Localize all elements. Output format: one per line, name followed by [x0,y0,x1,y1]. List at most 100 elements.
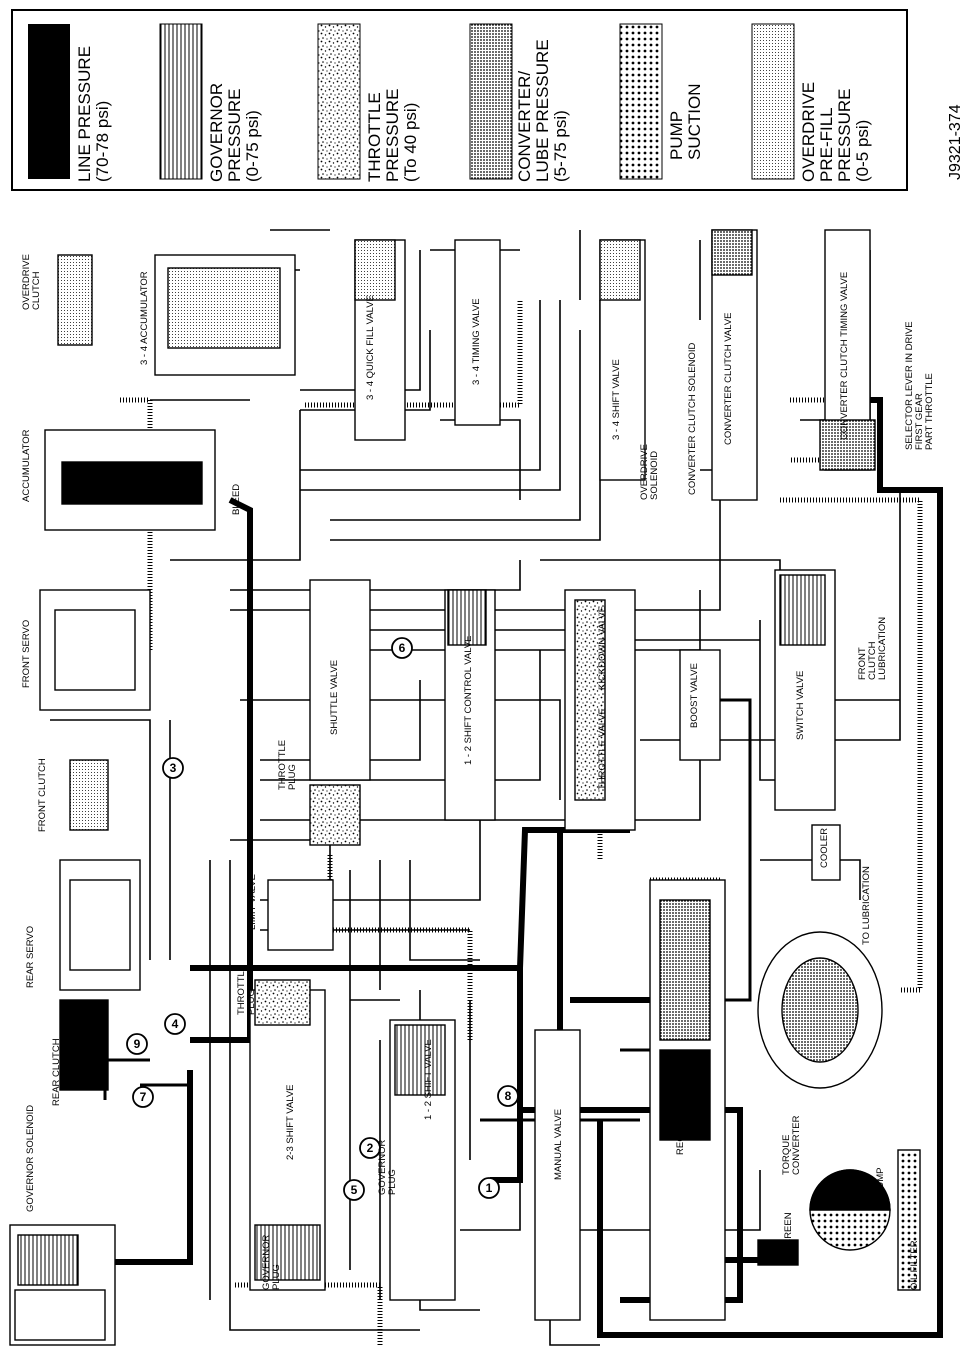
callout-7: 7 [140,1090,147,1104]
label-throttle-plug-upper: THROTTLE PLUG [277,740,298,790]
legend-text: PUMP [667,110,686,160]
front-servo-body [39,589,151,711]
converter-clutch-valve-cap [711,229,753,276]
regulator-valve-fill [659,899,711,1041]
label-text: PLUG [245,989,257,1015]
label-converter-clutch-valve: CONVERTER CLUTCH VALVE [723,312,734,446]
legend-text: (70-78 psi) [92,100,112,182]
label-cc-timing-valve: CONVERTER CLUTCH TIMING VALVE [839,271,850,440]
callout-5: 5 [351,1183,358,1197]
label-torque-converter: TORQUE CONVERTER [781,1115,802,1175]
pump-suction-swatch [619,23,663,180]
cooler-body [811,824,841,881]
legend-text: GOVERNOR [207,82,226,182]
label-shift-valve-12: 1 - 2 SHIFT VALVE [423,1039,434,1120]
label-limit-valve: LIMIT VALVE [247,874,258,930]
label-rear-clutch: REAR CLUTCH [51,1038,62,1106]
converter-lube-swatch [469,23,513,180]
callout-3-circle [162,757,184,779]
quick-fill-valve-cap [354,239,396,301]
legend-text: PRESSURE [382,88,402,182]
label-boost-valve: BOOST VALVE [689,663,700,728]
label-pump: PUMP [875,1167,886,1195]
legend-label-line-pressure: LINE PRESSURE (70-78 psi) [75,45,112,182]
label-screen: SCREEN [783,1212,794,1252]
label-oil-filter: OIL FILTER [909,1240,920,1290]
accumulator-piston [61,461,203,505]
label-timing-valve-34: 3 - 4 TIMING VALVE [471,298,482,385]
legend-text: (0-5 psi) [852,119,872,182]
label-text: PLUG [386,1169,398,1195]
callout-3: 3 [170,761,177,775]
label-shift-control-valve-12: 1 - 2 SHIFT CONTROL VALVE [463,635,474,765]
label-text: SOLENOID [648,450,660,500]
label-text: LUBRICATION [876,616,888,680]
label-throttle-valve: THROTTLE VALVE [597,708,608,790]
regulator-valve-land [659,1049,711,1141]
label-quick-fill-valve: 3 - 4 QUICK FILL VALVE [365,295,376,400]
components-geometry [9,229,921,1346]
callout-1-circle [478,1177,500,1199]
callout-8: 8 [505,1089,512,1103]
label-overdrive-solenoid: OVERDRIVE SOLENOID [639,444,660,500]
label-bleed: BLEED [231,483,242,515]
legend-text: PRESSURE [834,88,854,182]
legend-text: (0-75 psi) [242,110,262,182]
label-text: PLUG [286,764,298,790]
legend-text: SUCTION [684,83,704,161]
label-accumulator: ACCUMULATOR [21,429,32,503]
manual-valve-body [534,1029,581,1321]
label-regulator-valve: REGULATOR VALVE [675,1064,686,1155]
legend-text: CONVERTER/ [515,70,534,182]
callout-9-circle [126,1033,148,1055]
label-kickdown-valve: KICKDOWN VALVE [597,605,608,690]
callout-1: 1 [486,1181,493,1195]
label-rear-servo: REAR SERVO [25,925,36,988]
front-servo-piston [54,609,136,691]
label-front-clutch-lubrication: FRONT CLUTCH LUBRICATION [857,616,888,680]
label-converter-clutch-solenoid: CONVERTER CLUTCH SOLENOID [687,342,698,495]
legend-label-throttle: THROTTLE PRESSURE (To 40 psi) [365,88,420,182]
cc-timing-valve-end [819,419,876,471]
label-shift-valve-23: 2-3 SHIFT VALVE [285,1084,296,1161]
limit-valve-body [267,879,334,951]
label-overdrive-clutch: OVERDRIVE CLUTCH [21,254,42,310]
throttle-pressure-swatch [317,23,361,180]
callout-6: 6 [399,641,406,655]
boost-valve-body [679,649,721,761]
label-shift-valve-34: 3 - 4 SHIFT VALVE [611,359,622,440]
label-governor-plug-mid: GOVERNOR PLUG [377,1140,398,1195]
callout-8-circle [497,1085,519,1107]
rear-servo-body [59,859,141,991]
callout-2: 2 [367,1141,374,1155]
callout-circles [126,637,519,1201]
label-to-lubrication: TO LUBRICATION [861,866,872,945]
pump-half [809,1169,891,1211]
throttle-plug-lower-body [254,979,311,1026]
callout-7-circle [132,1086,154,1108]
label-text: PART THROTTLE [923,373,935,450]
timing-valve-34-body [454,239,501,426]
overdrive-prefill-swatch [751,23,795,180]
label-front-clutch: FRONT CLUTCH [37,758,48,832]
label-switch-valve: SWITCH VALVE [795,670,806,740]
overdrive-clutch-body [57,254,93,346]
label-shuttle-valve: SHUTTLE VALVE [329,659,340,735]
screen-body [757,1239,799,1266]
label-text: CONVERTER [790,1115,802,1175]
kickdown-valve-fill [574,599,606,801]
governor-pressure-swatch [159,23,203,180]
label-text: CLUTCH [30,271,42,310]
shift-valve-23-governor-plug [254,1224,321,1281]
legend-text: OVERDRIVE [799,81,818,182]
legend-text: THROTTLE [365,92,384,182]
label-text: PLUG [270,1264,282,1290]
shift-control-12-spring [447,589,487,646]
callout-4: 4 [172,1017,179,1031]
legend-text: LINE PRESSURE [75,45,94,182]
legend-label-pump-suction: PUMP SUCTION [667,83,704,161]
callout-9: 9 [134,1037,141,1051]
governor-solenoid-base [14,1289,106,1341]
rear-clutch-body [59,999,109,1091]
